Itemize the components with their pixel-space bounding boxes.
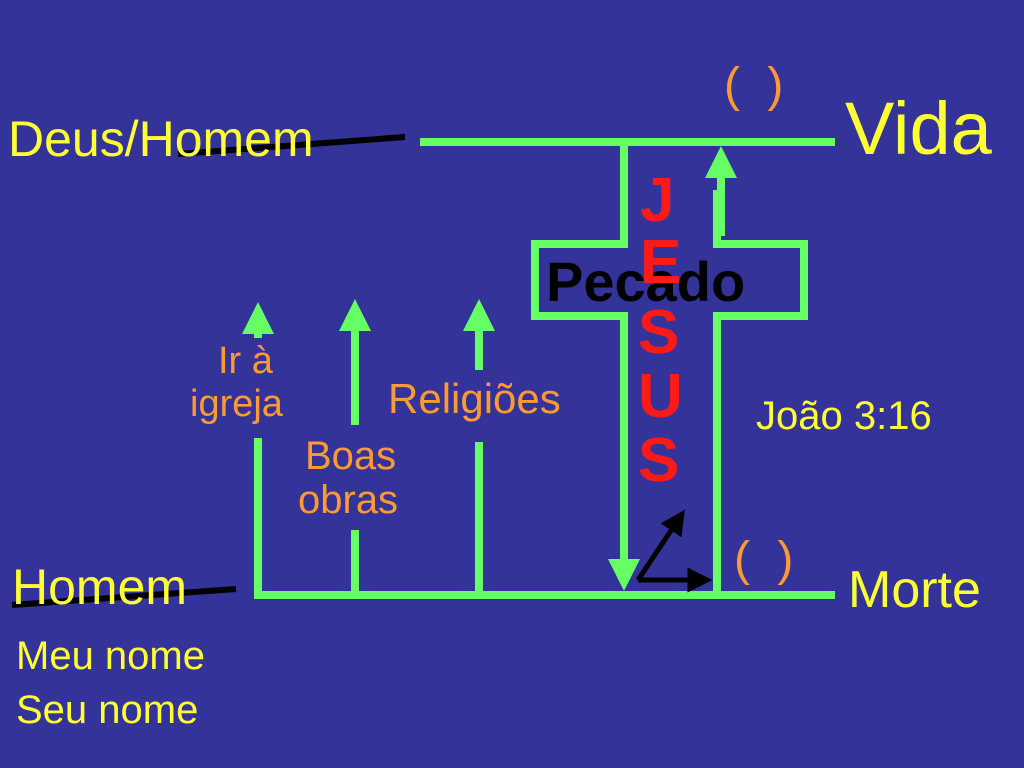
label-ir-a: Ir à — [218, 340, 273, 382]
label-religioes: Religiões — [388, 375, 561, 422]
label-vida: Vida — [845, 87, 992, 170]
label-igreja: igreja — [190, 383, 283, 425]
jesus-letter-e: E — [640, 228, 682, 297]
top-parentheses: ( ) — [724, 59, 784, 112]
strike-deus-homem — [177, 134, 406, 157]
label-obras: obras — [298, 478, 399, 522]
bottom-parentheses: ( ) — [734, 533, 794, 586]
label-pecado: Pecado — [546, 250, 746, 313]
jesus-letter-j: J — [640, 166, 675, 235]
jesus-letter-u: U — [638, 362, 683, 431]
label-deus-homem: Deus/Homem — [8, 111, 314, 167]
label-homem: Homem — [12, 559, 188, 615]
strike-homem — [11, 586, 237, 608]
jesus-letter-s1: S — [638, 298, 680, 367]
label-meu-nome: Meu nome — [16, 634, 205, 678]
label-boas: Boas — [305, 434, 397, 478]
black-arrow-diagonal — [635, 509, 685, 582]
jesus-letter-s2: S — [638, 426, 680, 495]
label-morte: Morte — [848, 561, 981, 619]
label-seu-nome: Seu nome — [16, 688, 199, 732]
label-joao-3-16: João 3:16 — [756, 394, 932, 438]
